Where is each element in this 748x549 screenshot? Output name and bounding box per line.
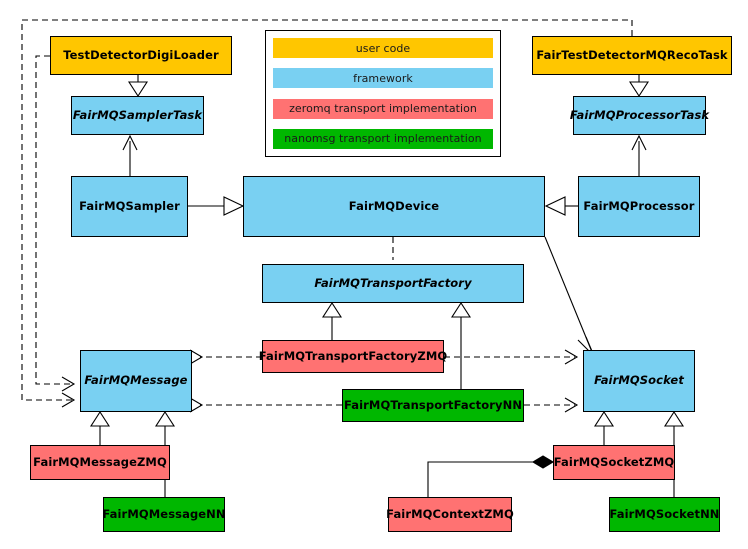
arrowhead-open-arrow (631, 134, 647, 151)
arrowhead-filled-diamond (531, 455, 555, 469)
class-node-FairMQProcessorTask[interactable]: FairMQProcessorTask (569, 96, 710, 135)
class-node-FairMQTransportFactoryNN[interactable]: FairMQTransportFactoryNN (342, 389, 524, 422)
arrowhead-open-arrow (564, 349, 579, 365)
class-node-FairMQSocketZMQ[interactable]: FairMQSocketZMQ (553, 445, 675, 480)
class-node-label: FairMQTransportFactory (314, 275, 472, 290)
class-node-label: FairTestDetectorMQRecoTask (536, 47, 728, 62)
class-node-label: FairMQSocketZMQ (553, 454, 675, 469)
class-node-label: FairMQSocket (594, 373, 684, 388)
class-node-label: FairMQContextZMQ (386, 506, 514, 521)
arrowhead-hollow-triangle (89, 410, 111, 427)
class-node-label: TestDetectorDigiLoader (63, 47, 219, 62)
class-node-label: FairMQMessageNN (102, 506, 226, 521)
arrowhead-hollow-triangle (154, 410, 176, 427)
legend-item-user-code: user code (273, 38, 493, 58)
legend-label: user code (355, 41, 411, 55)
arrowhead-hollow-triangle (223, 196, 245, 216)
class-node-FairMQSocketNN[interactable]: FairMQSocketNN (609, 497, 720, 532)
class-node-label: FairMQMessage (84, 373, 188, 388)
class-node-label: FairMQMessageZMQ (33, 454, 167, 469)
class-node-FairMQTransportFactoryZMQ[interactable]: FairMQTransportFactoryZMQ (259, 340, 447, 373)
class-node-FairMQProcessor[interactable]: FairMQProcessor (578, 176, 700, 237)
legend-label: zeromq transport implementation (289, 102, 477, 116)
arrowhead-hollow-triangle (628, 81, 650, 98)
legend: user code framework zeromq transport imp… (265, 30, 501, 157)
class-node-FairMQMessage[interactable]: FairMQMessage (80, 350, 192, 412)
class-node-TestDetectorDigiLoader[interactable]: TestDetectorDigiLoader (50, 36, 232, 75)
class-node-label: FairMQSamplerTask (72, 107, 203, 122)
arrowhead-open-arrow (564, 397, 579, 413)
class-node-FairMQContextZMQ[interactable]: FairMQContextZMQ (386, 497, 514, 532)
legend-label: nanomsg transport implementation (284, 132, 482, 146)
arrowhead-hollow-triangle (593, 410, 615, 427)
arrowhead-open-arrow (61, 376, 76, 392)
arrowhead-hollow-triangle (127, 81, 149, 98)
edge-device-socket (544, 236, 593, 353)
class-node-label: FairMQProcessor (583, 198, 695, 213)
edge-digiloader-message (35, 55, 72, 385)
class-node-FairMQSamplerTask[interactable]: FairMQSamplerTask (71, 96, 204, 135)
class-node-FairMQMessageNN[interactable]: FairMQMessageNN (102, 497, 226, 532)
legend-item-framework: framework (273, 68, 493, 89)
class-node-FairMQTransportFactory[interactable]: FairMQTransportFactory (262, 264, 524, 303)
class-node-label: FairMQProcessorTask (569, 107, 710, 122)
arrowhead-hollow-triangle (321, 301, 343, 318)
class-node-label: FairMQTransportFactoryNN (343, 397, 523, 412)
legend-label: framework (353, 71, 413, 85)
class-node-label: FairMQSampler (79, 198, 180, 213)
legend-item-zeromq: zeromq transport implementation (273, 98, 493, 119)
arrowhead-hollow-triangle (450, 301, 472, 318)
class-node-FairTestDetectorMQRecoTask[interactable]: FairTestDetectorMQRecoTask (532, 36, 732, 75)
arrowhead-hollow-triangle (544, 196, 566, 216)
class-node-FairMQDevice[interactable]: FairMQDevice (243, 176, 545, 237)
class-node-label: FairMQSocketNN (609, 506, 720, 521)
class-node-FairMQMessageZMQ[interactable]: FairMQMessageZMQ (30, 445, 170, 480)
arrowhead-hollow-triangle (663, 410, 685, 427)
class-node-label: FairMQDevice (348, 198, 440, 213)
class-node-label: FairMQTransportFactoryZMQ (258, 348, 448, 363)
legend-item-nanomsg: nanomsg transport implementation (273, 128, 493, 149)
arrowhead-open-arrow (122, 134, 138, 151)
class-node-FairMQSocket[interactable]: FairMQSocket (583, 350, 695, 412)
class-node-FairMQSampler[interactable]: FairMQSampler (71, 176, 188, 237)
edge-contextzmq-socketzmq (427, 461, 553, 497)
arrowhead-open-arrow (61, 392, 76, 408)
